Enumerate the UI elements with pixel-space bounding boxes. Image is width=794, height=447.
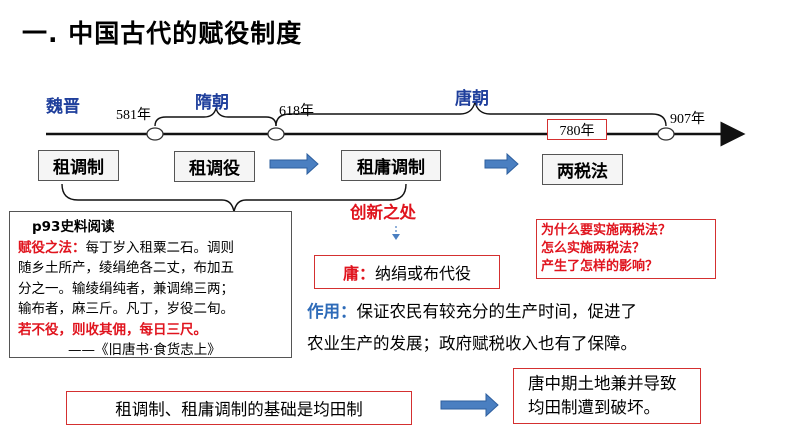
- conclusion-line1: 唐中期土地兼并导致: [528, 374, 677, 393]
- source-line4: 输布者，麻三斤。凡丁，岁役二旬。: [18, 301, 234, 317]
- effect-line2: 农业生产的发展；政府赋税收入也有了保障。: [307, 334, 637, 353]
- tang-brace: [275, 101, 667, 127]
- era-tang: 唐朝: [455, 89, 489, 109]
- node-618: [267, 127, 285, 141]
- innovation-label: 创新之处: [350, 203, 416, 222]
- basis-box: 租调制、租庸调制的基础是均田制: [66, 391, 412, 425]
- source-line1: 每丁岁入租粟二石。调则: [85, 239, 235, 256]
- era-sui: 隋朝: [195, 93, 229, 113]
- effect-line1: 保证农民有较充分的生产时间，促进了: [356, 302, 638, 321]
- year-618: 618年: [279, 104, 314, 119]
- source-line3: 分之一。输绫绢纯者，兼调绵三两；: [18, 280, 234, 297]
- effect-text: 作用：保证农民有较充分的生产时间，促进了 农业生产的发展；政府赋税收入也有了保障…: [307, 296, 727, 360]
- conclusion-line2: 均田制遭到破坏。: [528, 398, 660, 417]
- innovation-text: 纳绢或布代役: [375, 264, 472, 283]
- era-weijin: 魏晋: [46, 97, 80, 117]
- source-reading-box: p93史料阅读 赋役之法：每丁岁入租粟二石。调则 随乡土所产，绫绢绝各二丈，布加…: [9, 211, 292, 358]
- year-907: 907年: [670, 112, 705, 127]
- question-1: 为什么要实施两税法？: [541, 223, 672, 238]
- year-780-box: 780年: [547, 119, 607, 140]
- question-2: 怎么实施两税法？: [541, 241, 646, 256]
- year-581: 581年: [116, 108, 151, 123]
- system-liangshuifa: 两税法: [542, 154, 623, 185]
- source-line2: 随乡土所产，绫绢绝各二丈，布加五: [18, 260, 234, 276]
- conclusion-box: 唐中期土地兼并导致 均田制遭到破坏。: [513, 368, 701, 424]
- arrow-zudiaoyi-to-zuyongdiao: [269, 152, 319, 176]
- innovation-key: 庸：: [342, 264, 375, 283]
- system-zudiaozhi: 租调制: [38, 150, 119, 181]
- node-907: [657, 127, 675, 141]
- arrow-zuyongdiao-to-liangshuifa: [484, 152, 519, 176]
- questions-box: 为什么要实施两税法？ 怎么实施两税法？ 产生了怎样的影响？: [536, 219, 716, 279]
- arrow-basis-to-conclusion: [440, 392, 499, 418]
- source-line5: 若不役，则收其佣，每日三尺。: [18, 321, 207, 338]
- source-citation: ——《旧唐书·食货志上》: [68, 342, 221, 358]
- source-label: 赋役之法：: [18, 239, 86, 256]
- system-zuyongdiao: 租庸调制: [341, 150, 441, 181]
- sui-brace: [154, 107, 277, 127]
- system-zudiaoyi: 租调役: [174, 151, 255, 182]
- question-3: 产生了怎样的影响？: [541, 259, 659, 274]
- page-title: 一. 中国古代的赋役制度: [22, 19, 303, 48]
- node-581: [146, 127, 164, 141]
- effect-label: 作用：: [307, 302, 357, 321]
- source-heading: p93史料阅读: [32, 219, 115, 235]
- innovation-box: 庸：纳绢或布代役: [314, 255, 500, 289]
